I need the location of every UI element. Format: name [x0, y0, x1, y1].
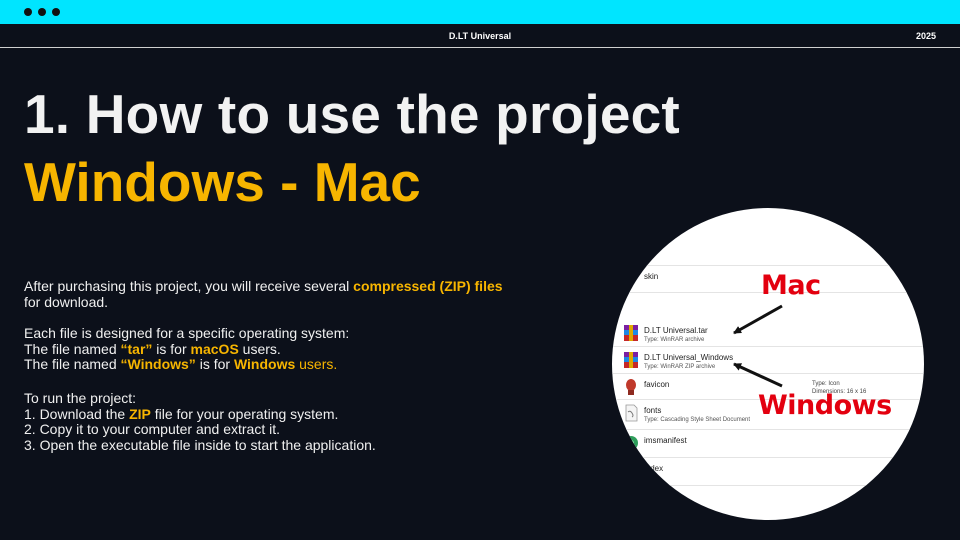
windows-arrow-icon	[733, 362, 783, 388]
file-name: index	[644, 464, 664, 473]
win-line-post: users.	[295, 356, 338, 372]
header-year: 2025	[915, 31, 936, 41]
favicon-dimensions: Dimensions: 16 x 16	[812, 389, 867, 395]
intro-text-1: After purchasing this project, you will …	[24, 278, 354, 294]
step-1-post: file for your operating system.	[150, 405, 339, 422]
win-line-mid: is for	[195, 356, 234, 372]
file-type: Type: WinRAR archive	[644, 337, 705, 343]
window-dot-icon	[52, 8, 60, 16]
windows-callout-label: Windows	[758, 390, 892, 421]
tar-name: “tar”	[120, 340, 153, 357]
callout-arrows	[733, 304, 783, 388]
window-dot-icon	[24, 8, 32, 16]
win-name: “Windows”	[120, 356, 196, 372]
os-info-paragraph: Each file is designed for a specific ope…	[24, 325, 584, 373]
winrar-archive-icon	[622, 324, 640, 342]
list-item[interactable]: misc	[612, 238, 924, 266]
window-dot-icon	[38, 8, 46, 16]
skin-folder-icon	[622, 270, 640, 288]
intro-paragraph: After purchasing this project, you will …	[24, 278, 584, 310]
list-item[interactable]: skin	[612, 266, 924, 293]
file-name: imsmanifest	[644, 436, 687, 445]
mac-arrow-icon	[733, 304, 783, 335]
step-1-pre: 1. Download the	[24, 405, 130, 422]
file-name: misc	[644, 244, 661, 253]
intro-highlight: compressed (ZIP) files	[353, 278, 503, 294]
list-item[interactable]: index	[612, 458, 924, 486]
list-item[interactable]: D.LT Universal_Windows Type: WinRAR ZIP …	[612, 347, 924, 374]
step-3: 3. Open the executable file inside to st…	[24, 436, 376, 453]
win-line-pre: The file named	[24, 356, 121, 372]
list-item[interactable]: favicon Type: Icon Dimensions: 16 x 16	[612, 374, 924, 400]
step-1-highlight: ZIP	[129, 405, 151, 422]
favicon-details: Type: Icon Dimensions: 16 x 16	[812, 380, 866, 396]
tar-line-mid: is for	[152, 340, 191, 357]
file-name: favicon	[644, 380, 670, 389]
intro-text-2: for download.	[24, 293, 109, 310]
win-os: Windows	[233, 356, 296, 372]
file-name: D.LT Universal.tar	[644, 326, 708, 335]
file-name: skin	[644, 272, 659, 281]
tar-os: macOS	[190, 340, 239, 357]
step-2: 2. Copy it to your computer and extract …	[24, 421, 281, 437]
tar-line-pre: The file named	[24, 340, 121, 357]
winrar-zip-icon	[622, 351, 640, 369]
tar-line-post: users.	[238, 340, 281, 357]
favicon-icon	[622, 378, 640, 396]
slide-header: D.LT Universal 2025	[0, 24, 960, 48]
os-info-line-1: Each file is designed for a specific ope…	[24, 325, 350, 341]
mac-callout-label: Mac	[761, 270, 821, 301]
file-type: Type: WinRAR ZIP archive	[644, 364, 716, 370]
favicon-type: Type: Icon	[812, 381, 840, 387]
steps-heading: To run the project:	[24, 390, 137, 406]
list-item[interactable]: D.LT Universal.tar Type: WinRAR archive	[612, 320, 924, 347]
header-title: D.LT Universal	[448, 31, 512, 41]
file-name: fonts	[644, 406, 662, 415]
list-item[interactable]: imsmanifest	[612, 430, 924, 458]
css-document-icon	[622, 404, 640, 422]
manifest-icon	[622, 434, 640, 452]
headline-line-2: Windows - Mac	[24, 151, 421, 213]
headline-line-1: 1. How to use the project	[24, 83, 680, 145]
steps-paragraph: To run the project: 1. Download the ZIP …	[24, 390, 584, 453]
file-type: Type: Cascading Style Sheet Document	[644, 417, 751, 423]
list-item[interactable]: fonts Type: Cascading Style Sheet Docume…	[612, 400, 924, 430]
file-explorer-zoom: misc skin D.LT Universal.tar Type: WinRA…	[612, 208, 924, 520]
window-title-bar	[0, 0, 960, 24]
file-name: D.LT Universal_Windows	[644, 353, 734, 362]
